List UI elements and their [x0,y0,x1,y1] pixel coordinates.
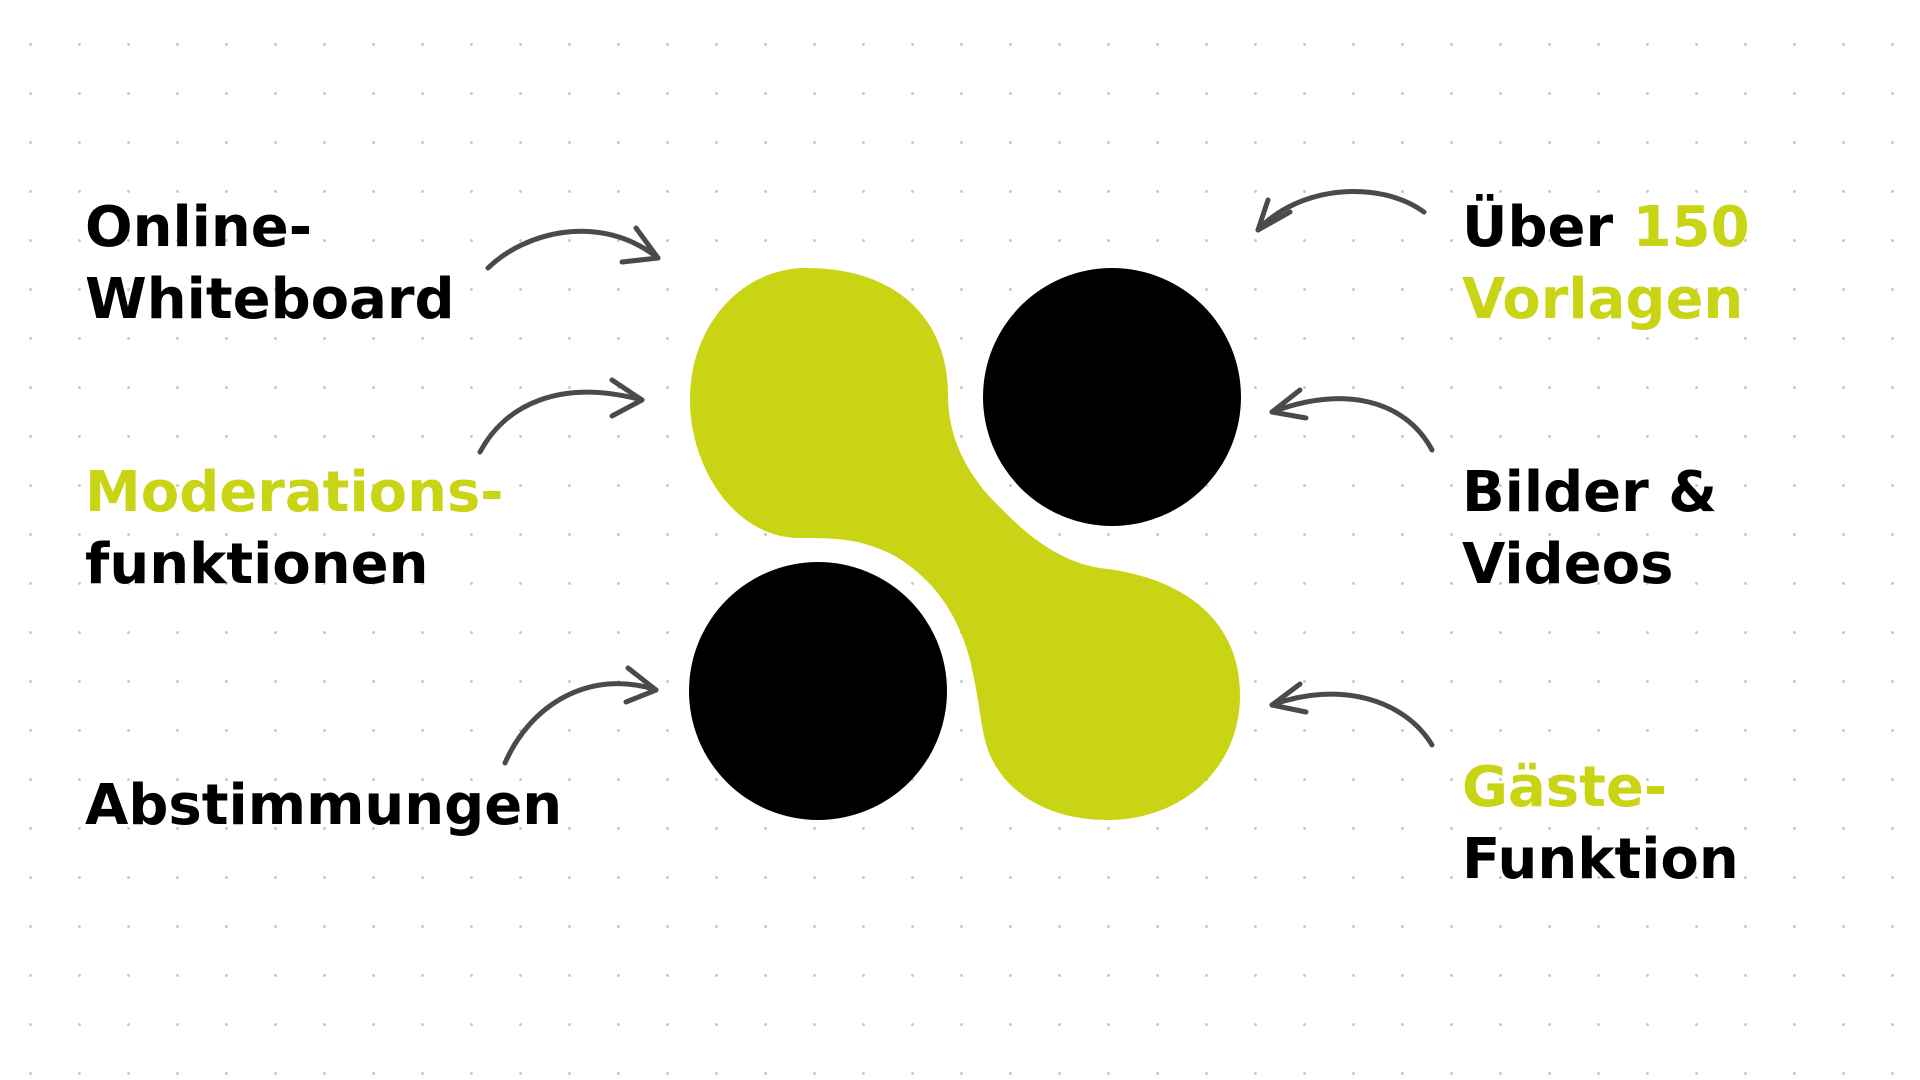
feature-gaeste-funktion: Gäste- Funktion [1462,752,1739,896]
hand-drawn-arrow-icon [477,377,645,455]
feature-label-line: Moderations- [85,460,504,525]
feature-label-line: Über 150 [1462,192,1750,264]
feature-ueber-150-vorlagen: Über 150 Vorlagen [1462,192,1750,336]
feature-label-line: Bilder & [1462,460,1718,525]
feature-label-line: Videos [1462,532,1674,597]
feature-label-line: Vorlagen [1462,267,1744,332]
hand-drawn-arrow-icon [1269,387,1435,453]
feature-online-whiteboard: Online- Whiteboard [85,192,455,336]
feature-label-line: Gäste- [1462,755,1668,820]
hand-drawn-arrow-icon [485,225,661,271]
logo-green-shape [690,268,1240,820]
logo-black-dot-bottom-left [689,562,947,820]
feature-abstimmungen: Abstimmungen [85,770,562,842]
hand-drawn-arrow-icon [502,665,659,766]
feature-bilder-videos: Bilder & Videos [1462,457,1717,601]
feature-moderationsfunktionen: Moderations- funktionen [85,457,504,601]
four-dot-logo-icon [689,268,1241,820]
feature-label-line: Online- [85,195,312,260]
hand-drawn-arrow-icon [1269,681,1435,748]
feature-label-line: funktionen [85,532,429,597]
feature-label-line: Abstimmungen [85,773,563,838]
feature-label-highlight: 150 [1632,195,1750,260]
feature-label-line: Whiteboard [85,267,455,332]
logo-black-dot-top-right [983,268,1241,526]
hand-drawn-arrow-icon [1255,189,1427,233]
feature-label-line: Funktion [1462,827,1739,892]
feature-label-text: Über [1462,195,1614,260]
